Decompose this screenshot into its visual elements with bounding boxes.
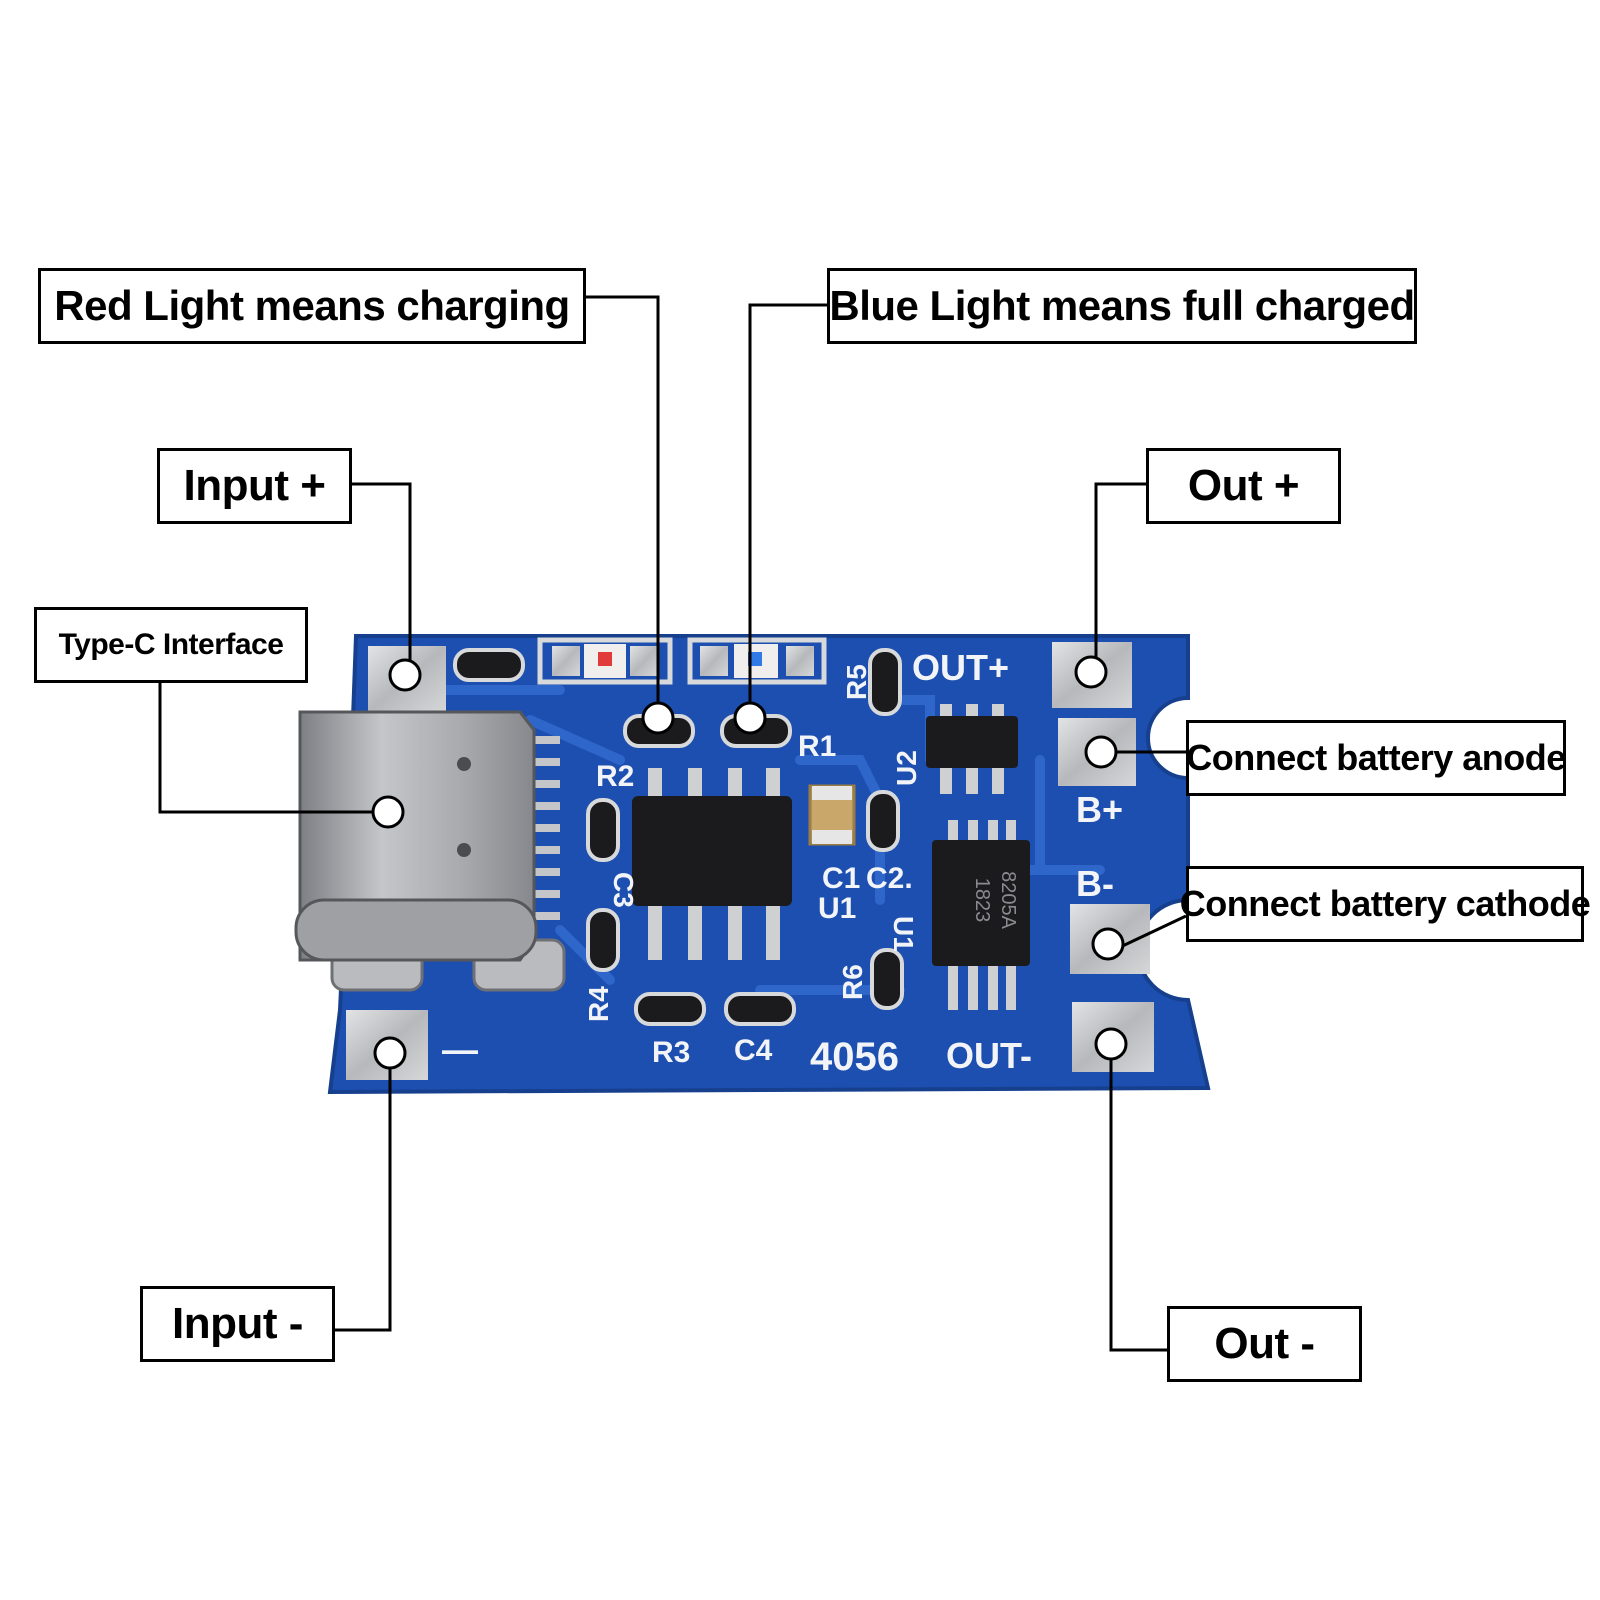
silk-u2: U2 (891, 750, 922, 786)
leader-lines (158, 295, 1187, 1352)
silk-u1-side: U1 (888, 916, 919, 952)
silk-out-plus: OUT+ (912, 647, 1009, 688)
silk-u1: U1 (818, 892, 856, 925)
marker-battery-anode (1084, 735, 1118, 769)
ic-u1 (632, 768, 792, 960)
leader-type-c (158, 683, 388, 814)
leader-out-plus (1094, 482, 1146, 672)
silk-r1: R1 (798, 730, 836, 763)
silk-b-plus: B+ (1076, 789, 1123, 830)
label-input-minus: Input - (140, 1286, 335, 1362)
silk-r2: R2 (596, 760, 634, 793)
chip-marking-date: 1823 (971, 878, 993, 923)
silk-4056: 4056 (810, 1035, 899, 1079)
label-out-minus: Out - (1167, 1306, 1362, 1382)
marker-red-led (641, 701, 675, 735)
silk-r3: R3 (652, 1036, 690, 1069)
silk-c4: C4 (734, 1034, 773, 1067)
silk-b-minus: B- (1076, 863, 1114, 904)
capacitor-c1 (808, 784, 856, 846)
leader-red-light (586, 295, 660, 718)
marker-type-c (371, 795, 405, 829)
leader-input-plus (352, 482, 412, 675)
leader-out-minus (1109, 1044, 1167, 1352)
smd-components (453, 648, 904, 1026)
marker-dots (371, 655, 1128, 1070)
ic-u2 (926, 704, 1018, 794)
label-input-plus: Input + (157, 448, 352, 524)
marker-blue-led (733, 701, 767, 735)
label-blue-light: Blue Light means full charged (827, 268, 1417, 344)
marker-out-plus (1074, 655, 1108, 689)
silk-c2: C2. (866, 862, 913, 895)
led-red (537, 637, 673, 685)
ic-8205a: 8205A 1823 (932, 820, 1030, 1010)
silk-c1: C1 (822, 862, 860, 895)
label-battery-cathode: Connect battery cathode (1180, 866, 1591, 942)
marker-input-minus (373, 1036, 407, 1070)
marker-input-plus (388, 658, 422, 692)
usb-type-c-connector (294, 710, 566, 992)
chip-marking-8205a: 8205A (997, 871, 1019, 929)
silk-r5: R5 (841, 664, 872, 700)
silk-r6: R6 (837, 964, 868, 1000)
silk-c3: C3 (608, 872, 639, 908)
marker-battery-cathode (1091, 927, 1125, 961)
label-red-light: Red Light means charging (38, 268, 586, 344)
led-blue (687, 637, 827, 685)
label-out-plus: Out + (1146, 448, 1341, 524)
marker-out-minus (1094, 1027, 1128, 1061)
leader-blue-light (748, 303, 827, 718)
silk-out-minus: OUT- (946, 1035, 1032, 1076)
label-battery-anode: Connect battery anode (1186, 720, 1566, 796)
silk-minus-sign: — (442, 1029, 478, 1070)
leader-input-minus (335, 1053, 392, 1332)
leader-battery-cathode (1113, 914, 1187, 952)
label-type-c: Type-C Interface (34, 607, 308, 683)
silk-r4: R4 (583, 986, 614, 1022)
